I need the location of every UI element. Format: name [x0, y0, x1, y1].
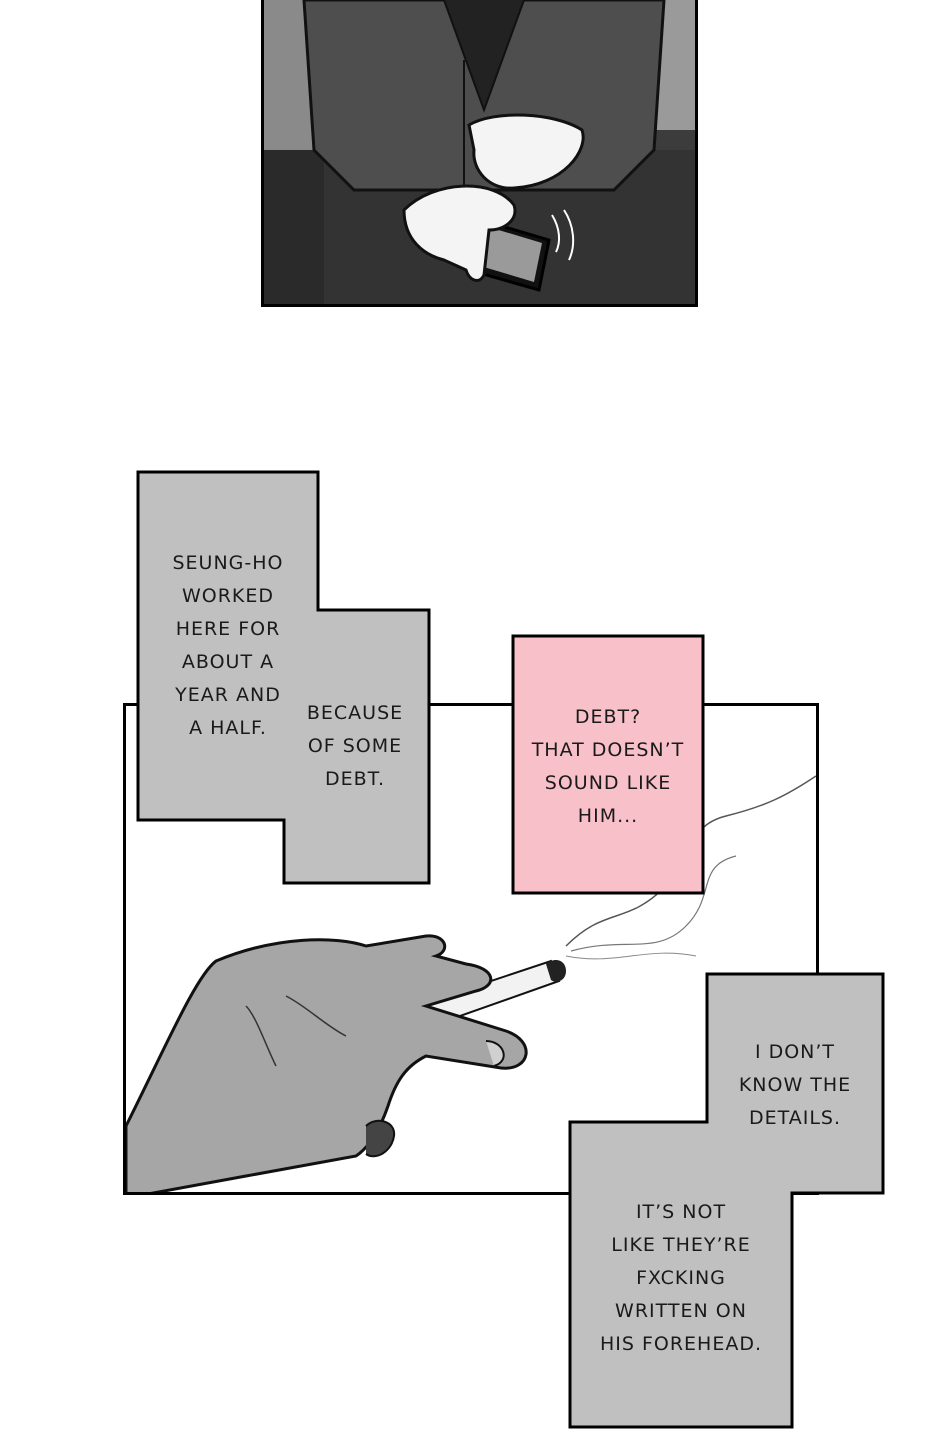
- caption-line: HIS FOREHEAD.: [599, 1333, 763, 1355]
- caption-line: LIKE THEY’RE: [611, 1234, 751, 1256]
- caption-line: YEAR AND: [175, 684, 281, 706]
- caption-line: HERE FOR: [175, 618, 281, 640]
- caption-line: SOUND LIKE: [544, 772, 672, 794]
- caption-debt-question: DEBT? THAT DOESN’T SOUND LIKE HIM...: [516, 701, 700, 833]
- caption-line: SEUNG-HO: [172, 552, 284, 574]
- caption-line: WORKED: [181, 585, 275, 607]
- caption-line: WRITTEN ON: [615, 1300, 747, 1322]
- top-panel: [261, 0, 698, 307]
- caption-line: DETAILS.: [748, 1107, 842, 1129]
- hand-with-cigarette-illustration: [126, 775, 816, 1192]
- caption-seungho-worked: SEUNG-HO WORKED HERE FOR ABOUT A YEAR AN…: [140, 547, 316, 745]
- caption-line: ABOUT A: [181, 651, 275, 673]
- caption-line: I DON’T: [754, 1041, 836, 1063]
- caption-because-debt: BECAUSE OF SOME DEBT.: [290, 697, 420, 796]
- caption-line: DEBT?: [574, 706, 642, 728]
- caption-not-written: IT’S NOT LIKE THEY’RE FXCKING WRITTEN ON…: [574, 1196, 788, 1361]
- caption-line: DEBT.: [324, 768, 386, 790]
- caption-line: HIM...: [577, 805, 639, 827]
- caption-line: THAT DOESN’T: [531, 739, 685, 761]
- caption-line: FXCKING: [636, 1267, 726, 1289]
- caption-line: IT’S NOT: [635, 1201, 727, 1223]
- caption-line: OF SOME: [307, 735, 403, 757]
- caption-line: A HALF.: [189, 717, 267, 739]
- caption-dont-know: I DON’T KNOW THE DETAILS.: [712, 1036, 878, 1135]
- caption-line: KNOW THE: [738, 1074, 852, 1096]
- bottom-panel: [123, 703, 819, 1195]
- phone-on-table-illustration: [264, 0, 695, 304]
- caption-line: BECAUSE: [306, 702, 404, 724]
